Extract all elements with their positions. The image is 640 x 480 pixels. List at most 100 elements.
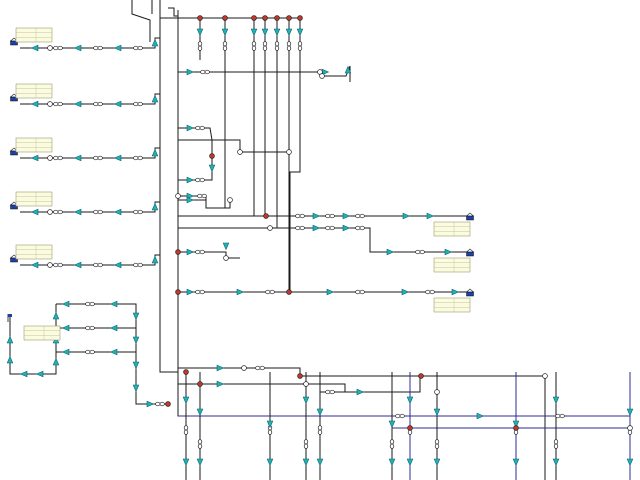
flow-arrow-icon	[444, 248, 453, 256]
flow-arrow-icon	[19, 370, 28, 378]
flow-arrow-icon	[302, 458, 310, 467]
valve-icon	[415, 249, 425, 255]
valve-icon	[53, 209, 63, 215]
flow-arrow-icon	[113, 100, 122, 108]
valve-layer	[53, 41, 633, 449]
flow-arrow-icon	[73, 100, 82, 108]
flow-arrow-icon	[196, 28, 204, 37]
flow-arrow-icon	[30, 154, 39, 162]
flag-icon	[7, 314, 12, 322]
valve-icon	[133, 101, 143, 107]
junction-node	[297, 15, 303, 21]
valve-icon	[133, 155, 143, 161]
valve-icon	[197, 439, 203, 449]
valve-icon	[395, 413, 405, 419]
flow-arrow-icon	[250, 28, 258, 37]
flow-arrow-icon	[182, 396, 190, 405]
valve-icon	[434, 439, 440, 449]
junction-node	[627, 425, 633, 431]
flow-arrow-icon	[386, 248, 395, 256]
pipe-segment	[131, 0, 151, 42]
pipe-segment	[178, 227, 470, 253]
flow-arrow-icon	[316, 458, 324, 467]
junction-node	[223, 255, 229, 261]
valve-icon	[53, 101, 63, 107]
label-box	[15, 83, 53, 99]
flow-arrow-icon	[61, 348, 70, 356]
pipe-segment	[178, 195, 231, 209]
valve-icon	[303, 439, 309, 449]
junction-node	[222, 15, 228, 21]
valve-icon	[133, 45, 143, 51]
pipe-segment	[178, 65, 351, 82]
junction-node	[418, 373, 424, 379]
flow-arrow-icon	[151, 255, 159, 264]
flow-arrow-icon	[266, 420, 274, 429]
label-box	[15, 137, 53, 153]
flow-arrow-icon	[552, 458, 560, 467]
valve-icon	[200, 69, 210, 75]
label-box-layer	[15, 27, 471, 341]
junction-node	[267, 225, 273, 231]
flow-arrow-icon	[312, 212, 321, 220]
flow-arrow-icon	[326, 288, 335, 296]
junction-node	[47, 209, 53, 215]
valve-icon	[251, 41, 257, 51]
flow-arrow-icon	[113, 154, 122, 162]
junction-node	[513, 425, 519, 431]
flow-arrow-icon	[626, 458, 634, 467]
valve-icon	[93, 45, 103, 51]
valve-icon	[195, 177, 205, 183]
flow-arrow-icon	[30, 100, 39, 108]
valve-icon	[325, 225, 335, 231]
junction-node	[286, 15, 292, 21]
valve-icon	[85, 301, 95, 307]
flow-arrow-icon	[626, 408, 634, 417]
valve-icon	[553, 439, 559, 449]
valve-icon	[355, 213, 365, 219]
valve-icon	[85, 349, 95, 355]
junction-node	[175, 289, 181, 295]
flow-arrow-icon	[476, 412, 485, 420]
junction-node	[241, 365, 247, 371]
label-box	[23, 325, 61, 341]
flow-arrow-icon	[342, 212, 351, 220]
flow-arrow-icon	[113, 261, 122, 269]
flow-arrow-icon	[30, 208, 39, 216]
junction-node	[297, 373, 303, 379]
flow-arrow-icon	[151, 38, 159, 47]
valve-icon	[262, 41, 268, 51]
valve-icon	[133, 209, 143, 215]
junction-node	[237, 149, 243, 155]
label-box	[15, 244, 53, 260]
flow-arrow-icon	[451, 288, 460, 296]
valve-icon	[93, 262, 103, 268]
flow-arrow-icon	[196, 458, 204, 467]
flow-arrow-icon	[73, 154, 82, 162]
flow-arrow-icon	[186, 288, 195, 296]
flow-arrow-icon	[433, 458, 441, 467]
junction-node	[197, 15, 203, 21]
flow-arrow-icon	[273, 28, 281, 37]
flow-arrow-icon	[113, 44, 122, 52]
junction-node	[434, 389, 440, 395]
junction-node	[227, 197, 233, 203]
flow-arrow-icon	[73, 208, 82, 216]
label-box	[433, 257, 471, 273]
valve-icon	[297, 41, 303, 51]
junction-node	[175, 193, 181, 199]
pipe-segment	[56, 303, 170, 405]
valve-icon	[325, 213, 335, 219]
tank-icon	[465, 248, 475, 257]
tank-icon	[465, 212, 475, 221]
flow-arrow-icon	[186, 68, 195, 76]
flow-arrow-icon	[186, 196, 195, 204]
valve-icon	[197, 193, 207, 199]
flow-arrow-icon	[261, 28, 269, 37]
flow-arrow-icon	[388, 458, 396, 467]
flow-arrow-layer	[6, 28, 634, 467]
flow-arrow-icon	[73, 261, 82, 269]
junction-node	[165, 401, 171, 407]
